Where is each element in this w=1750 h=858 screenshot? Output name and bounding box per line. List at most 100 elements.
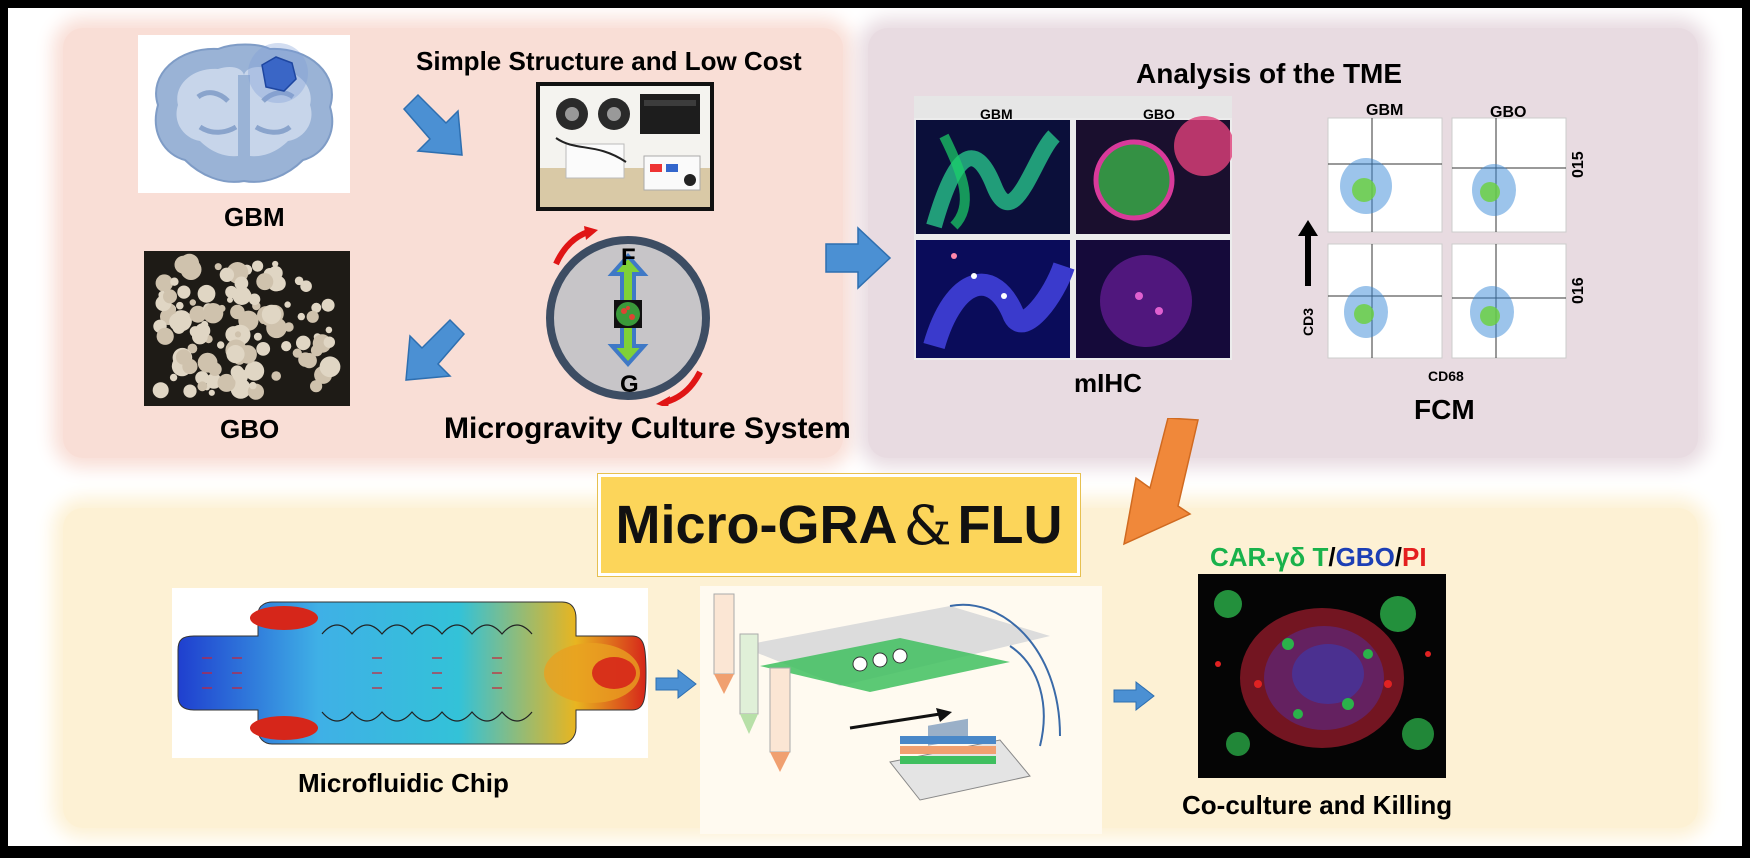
gbm-label: GBM xyxy=(224,202,285,232)
arrow-to-tme-analysis xyxy=(825,226,892,290)
rotor-label-top: F xyxy=(621,244,636,271)
mihc-col-gbo: GBO xyxy=(1143,106,1175,122)
arrow-chip-to-setup xyxy=(655,668,697,700)
coculture-fluorescence-image xyxy=(1198,574,1446,778)
organoid-sphere xyxy=(174,255,193,274)
organoid-sphere xyxy=(189,305,207,323)
organoid-sphere xyxy=(232,286,252,305)
fcm-row-016: 016 xyxy=(1570,277,1587,304)
organoid-sphere xyxy=(197,381,208,392)
organoid-sphere xyxy=(177,285,191,299)
microfluidic-chip-label: Microfluidic Chip xyxy=(298,768,509,798)
stain-car-gd-t: CAR-γδ T xyxy=(1210,542,1329,572)
organoid-sphere xyxy=(200,320,209,329)
organoid-sphere xyxy=(155,274,173,292)
fcm-panel xyxy=(1326,116,1574,376)
organoid-sphere xyxy=(256,273,274,291)
stain-legend: CAR-γδ T/GBO/PI xyxy=(1210,542,1427,573)
organoid-sphere xyxy=(163,289,177,304)
organoid-sphere xyxy=(227,296,233,303)
organoid-sphere xyxy=(234,331,242,338)
stain-sep-2: / xyxy=(1394,542,1403,572)
cd3-axis-arrow xyxy=(1298,220,1318,286)
mihc-panel xyxy=(914,96,1232,360)
organoid-sphere xyxy=(249,381,257,390)
microfluidic-setup-illustration xyxy=(700,586,1102,834)
organoid-sphere xyxy=(297,312,305,321)
organoid-sphere xyxy=(292,348,302,358)
organoid-sphere xyxy=(195,371,209,385)
organoid-sphere xyxy=(252,260,264,272)
microgravity-system-label: Microgravity Culture System xyxy=(444,412,851,445)
organoid-sphere xyxy=(202,303,224,324)
arrow-gbm-to-device xyxy=(402,93,463,156)
organoid-sphere xyxy=(311,302,322,313)
organoid-sphere xyxy=(187,343,198,354)
gbm-brain-illustration xyxy=(138,35,350,193)
title-micro-gra: Micro-GRA xyxy=(615,495,898,555)
organoid-sphere xyxy=(256,342,271,356)
organoid-sphere xyxy=(189,299,196,306)
organoid-sphere xyxy=(170,277,179,286)
device-photo xyxy=(536,82,714,211)
heading-simple-structure: Simple Structure and Low Cost xyxy=(416,46,802,76)
organoid-sphere xyxy=(226,345,245,364)
title-ampersand: & xyxy=(903,493,952,557)
fcm-y-axis-label: CD3 xyxy=(1300,307,1316,336)
organoid-sphere xyxy=(208,362,222,376)
organoid-sphere xyxy=(306,310,319,323)
microgravity-rotor-diagram xyxy=(546,226,710,406)
organoid-sphere xyxy=(232,368,246,382)
fcm-row-015: 015 xyxy=(1570,151,1587,178)
organoid-sphere xyxy=(271,371,281,381)
fcm-col-gbo: GBO xyxy=(1490,104,1527,121)
organoid-sphere xyxy=(197,284,216,303)
organoid-sphere xyxy=(192,328,208,345)
microfluidic-chip-simulation xyxy=(172,588,648,758)
organoid-sphere xyxy=(183,384,197,398)
organoid-sphere xyxy=(152,382,169,399)
organoid-sphere xyxy=(284,301,291,308)
arrow-to-gbo xyxy=(405,318,466,381)
fcm-col-gbm: GBM xyxy=(1366,102,1404,119)
center-title-box: Micro-GRA & FLU xyxy=(598,474,1080,576)
organoid-sphere xyxy=(325,326,333,334)
organoid-sphere xyxy=(281,341,292,352)
fcm-x-axis-label: CD68 xyxy=(1428,368,1464,384)
figure-inner: GBM GBO Simple Structure and Low Cost xyxy=(8,8,1742,846)
organoid-sphere xyxy=(244,361,265,381)
arrow-orange-to-center xyxy=(1123,418,1199,546)
stain-sep-1: / xyxy=(1328,542,1336,572)
stain-gbo: GBO xyxy=(1335,542,1395,572)
organoid-sphere xyxy=(208,389,215,396)
arrow-setup-to-coculture xyxy=(1113,680,1155,712)
organoid-sphere xyxy=(214,263,222,271)
gbo-label: GBO xyxy=(220,414,280,444)
organoid-sphere xyxy=(169,312,188,331)
organoid-sphere xyxy=(217,373,236,392)
organoid-sphere xyxy=(301,353,317,369)
heading-tme-analysis: Analysis of the TME xyxy=(1136,58,1403,89)
rotor-label-bottom: G xyxy=(620,371,639,398)
organoid-sphere xyxy=(219,267,235,282)
organoid-sphere xyxy=(296,335,311,351)
organoid-sphere xyxy=(182,358,198,375)
title-flu: FLU xyxy=(957,495,1063,555)
organoid-sphere xyxy=(206,373,222,389)
organoid-sphere xyxy=(156,327,174,345)
organoid-sphere xyxy=(230,378,251,399)
organoid-sphere xyxy=(176,301,184,310)
organoid-sphere xyxy=(248,293,261,306)
organoid-sphere xyxy=(284,322,294,332)
coculture-label: Co-culture and Killing xyxy=(1182,790,1453,820)
gbo-organoid-photo xyxy=(144,251,350,406)
organoid-sphere xyxy=(261,304,282,325)
organoid-sphere xyxy=(310,344,323,357)
mihc-col-gbm: GBM xyxy=(980,106,1013,122)
organoid-sphere xyxy=(321,298,335,312)
organoid-sphere xyxy=(323,336,335,348)
organoid-sphere xyxy=(169,373,178,382)
organoid-sphere xyxy=(272,260,279,268)
organoid-sphere xyxy=(217,341,225,349)
